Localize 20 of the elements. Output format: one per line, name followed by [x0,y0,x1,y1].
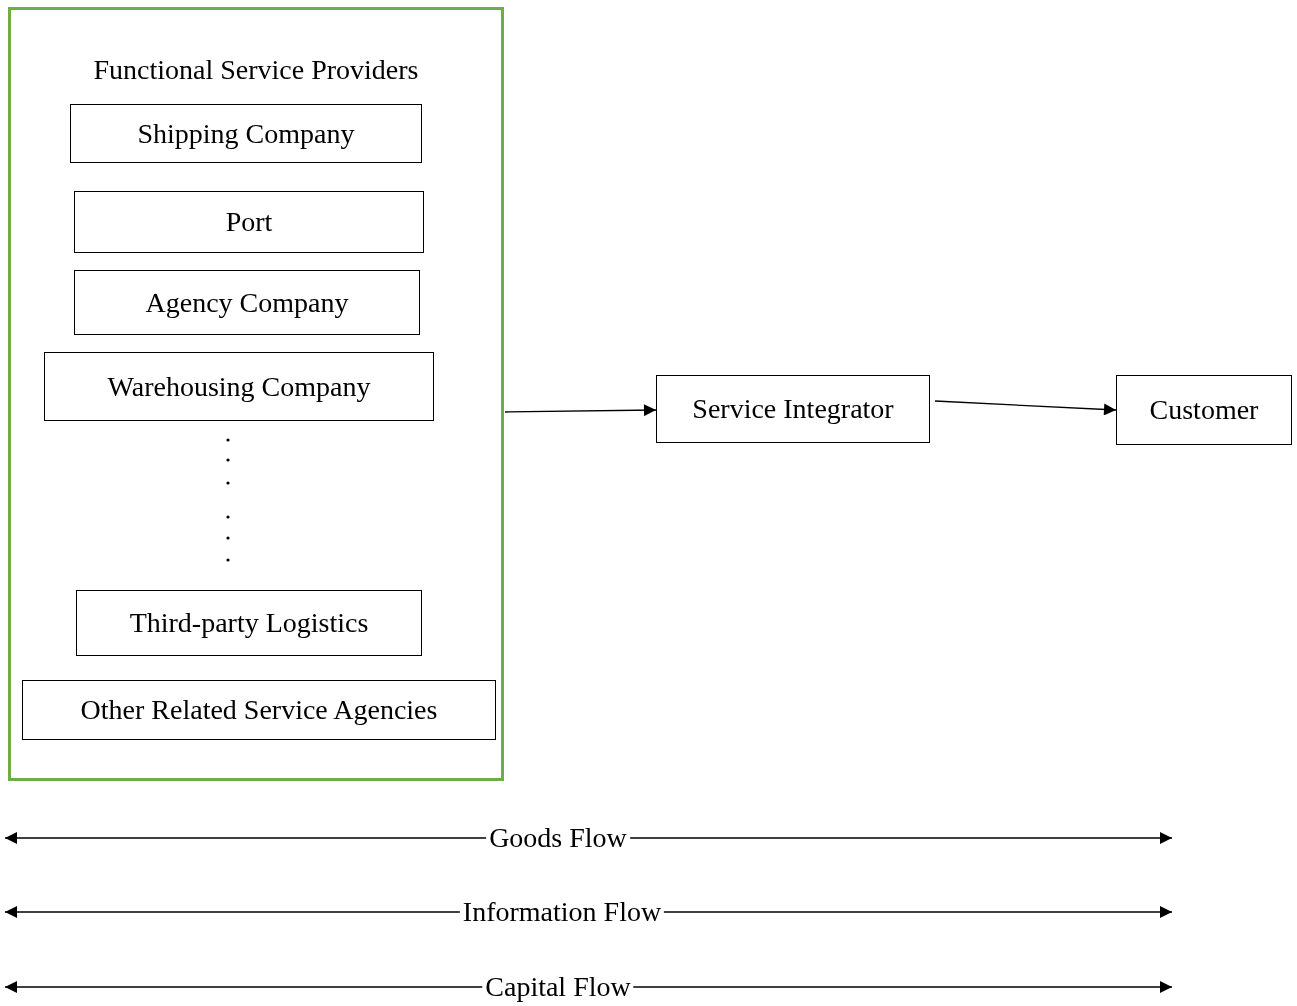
box-label: Warehousing Company [107,370,371,403]
arrow [504,404,657,417]
process-box [70,104,422,163]
process-box [22,680,496,740]
box-label: Other Related Service Agencies [80,694,438,726]
box-label: Customer [1149,394,1259,426]
box-label: Port [225,206,273,238]
box-label: Agency Company [145,286,349,319]
process-box [74,191,424,253]
process-box [74,270,420,335]
process-box [44,352,434,421]
box-label: Service Integrator [692,393,894,425]
box-label: Third-party Logistics [129,607,369,639]
box-label: Shipping Company [137,117,355,150]
process-box [76,590,422,656]
process-box [656,375,930,443]
arrow [934,400,1117,416]
group-heading: Functional Service Providers [92,54,420,86]
group-frame [8,7,504,781]
process-box [1116,375,1292,445]
